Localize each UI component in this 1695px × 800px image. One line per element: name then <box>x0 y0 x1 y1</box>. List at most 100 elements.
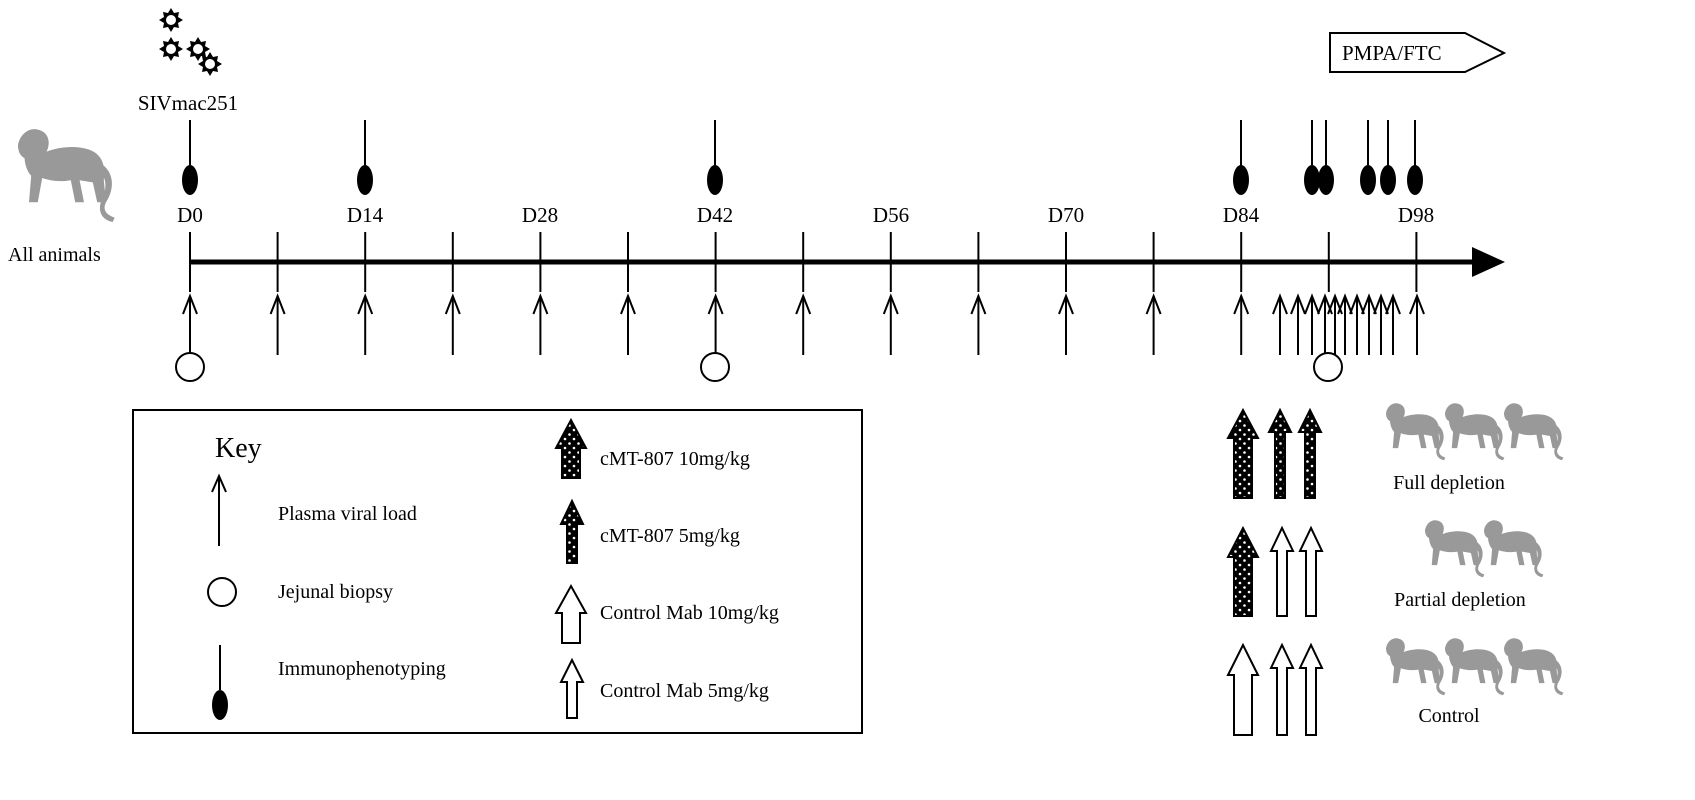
plasma-viral-load-arrow <box>532 293 549 355</box>
narrow-open-arrow <box>1298 525 1324 617</box>
narrow-dotted-arrow <box>1297 407 1323 499</box>
day-label: D56 <box>873 203 909 227</box>
plasma-viral-load-arrow <box>1361 293 1377 355</box>
plasma-viral-load-arrow <box>444 293 461 355</box>
plasma-viral-load-arrow <box>1327 293 1343 355</box>
plasma-viral-load-arrow <box>620 293 636 355</box>
immunophenotyping-marker <box>357 120 373 195</box>
group-partial-depletion-animals <box>1425 520 1544 578</box>
plasma-viral-load-arrow <box>970 293 987 355</box>
key-label: Control Mab 5mg/kg <box>600 680 769 702</box>
plasma-viral-load-arrow <box>1337 293 1353 355</box>
monkey-icon <box>18 129 115 222</box>
plasma-viral-load-arrow <box>269 293 286 355</box>
jejunal-biopsy-marker <box>1313 352 1343 382</box>
monkey-icon <box>1445 403 1505 461</box>
plasma-viral-load-arrow <box>1058 293 1074 355</box>
day-label: D84 <box>1223 203 1260 227</box>
plasma-viral-load-arrow <box>1145 293 1162 355</box>
plasma-viral-load-arrow <box>1385 293 1401 355</box>
narrow-open-arrow <box>1269 642 1295 736</box>
virus-label: SIVmac251 <box>138 91 238 115</box>
day-labels: D0 D14 D28 D42 D56 D70 D84 D98 <box>177 203 1434 227</box>
key-item-plasma-viral-load: Plasma viral load <box>211 473 417 546</box>
plasma-viral-load-arrow <box>1290 293 1306 355</box>
group-partial-depletion-arrows <box>1226 525 1324 617</box>
key-item-cmt807-10: cMT-807 10mg/kg <box>554 417 750 479</box>
plasma-viral-load-arrow <box>1272 293 1288 355</box>
plasma-viral-load-arrow <box>707 293 724 355</box>
plasma-viral-load-arrow <box>1349 293 1365 355</box>
narrow-dotted-arrow <box>1267 407 1293 499</box>
monkey-icon <box>1484 520 1544 578</box>
treatment-box <box>1329 32 1507 73</box>
day-label: D28 <box>522 203 558 227</box>
immunophenotyping-marker <box>1304 120 1320 195</box>
all-animals-label: All animals <box>8 244 101 266</box>
immunophenotyping-markers <box>182 120 1423 195</box>
monkey-icon <box>1425 520 1485 578</box>
virus-particles-icon <box>159 8 222 76</box>
wide-dotted-arrow-icon <box>554 417 588 479</box>
key-label: Immunophenotyping <box>278 658 446 680</box>
virus-particle <box>159 8 183 32</box>
key-item-cmt807-5: cMT-807 5mg/kg <box>559 498 740 564</box>
key-item-control-mab-5: Control Mab 5mg/kg <box>559 657 769 719</box>
immunophenotyping-marker <box>1380 120 1396 195</box>
stick-oval-icon <box>212 645 228 720</box>
monkey-icon <box>1445 638 1505 696</box>
virus-particle <box>159 37 183 61</box>
immunophenotyping-marker <box>1233 120 1249 195</box>
virus-particle <box>186 37 210 61</box>
key-title: Key <box>215 433 262 464</box>
plasma-viral-load-arrow <box>1317 293 1333 355</box>
immunophenotyping-marker <box>1360 120 1376 195</box>
key-label: Plasma viral load <box>278 503 417 525</box>
group-full-depletion-animals <box>1386 403 1564 461</box>
key-item-immunophenotyping: Immunophenotyping <box>212 645 446 720</box>
group-full-depletion-arrows <box>1226 407 1323 499</box>
immunophenotyping-marker <box>182 120 198 195</box>
plasma-viral-load-arrow <box>795 293 812 355</box>
day-label: D42 <box>697 203 733 227</box>
plasma-viral-load-arrow <box>357 293 374 355</box>
plasma-viral-load-arrow <box>182 293 198 355</box>
thin-arrow-icon <box>211 473 227 546</box>
narrow-open-arrow <box>1269 525 1295 617</box>
key-item-jejunal-biopsy: Jejunal biopsy <box>207 577 393 607</box>
plasma-viral-load-arrow <box>1409 293 1425 355</box>
wide-open-arrow-icon <box>554 583 588 644</box>
plasma-viral-load-arrow <box>882 293 899 355</box>
monkey-icon <box>1386 638 1446 696</box>
narrow-open-arrow-icon <box>559 657 585 719</box>
day-label: D70 <box>1048 203 1084 227</box>
group-control-arrows <box>1226 642 1324 736</box>
key-box <box>132 409 863 734</box>
key-label: cMT-807 5mg/kg <box>600 525 740 547</box>
virus-particle <box>198 52 222 76</box>
immunophenotyping-marker <box>707 120 723 195</box>
narrow-open-arrow <box>1298 642 1324 736</box>
monkey-icon <box>1504 403 1564 461</box>
key-label: Control Mab 10mg/kg <box>600 602 779 624</box>
key-label: Jejunal biopsy <box>278 581 393 603</box>
day-label: D14 <box>347 203 384 227</box>
jejunal-biopsy-marker <box>700 352 730 382</box>
group-label: Partial depletion <box>1394 589 1526 611</box>
key-label: cMT-807 10mg/kg <box>600 448 750 470</box>
timeline-ticks <box>189 232 1418 292</box>
day-label: D0 <box>177 203 203 227</box>
wide-open-arrow <box>1226 642 1260 736</box>
wide-dotted-arrow <box>1226 407 1260 499</box>
immunophenotyping-marker <box>1318 120 1334 195</box>
monkey-icon <box>1386 403 1446 461</box>
treatment-label: PMPA/FTC <box>1342 41 1442 65</box>
narrow-dotted-arrow-icon <box>559 498 585 564</box>
jejunal-biopsy-marker <box>175 352 205 382</box>
day-label: D98 <box>1398 203 1434 227</box>
group-label: Control <box>1418 705 1480 727</box>
group-label: Full depletion <box>1393 472 1505 494</box>
circle-icon <box>207 577 237 607</box>
jejunal-biopsy-markers <box>175 352 1343 382</box>
